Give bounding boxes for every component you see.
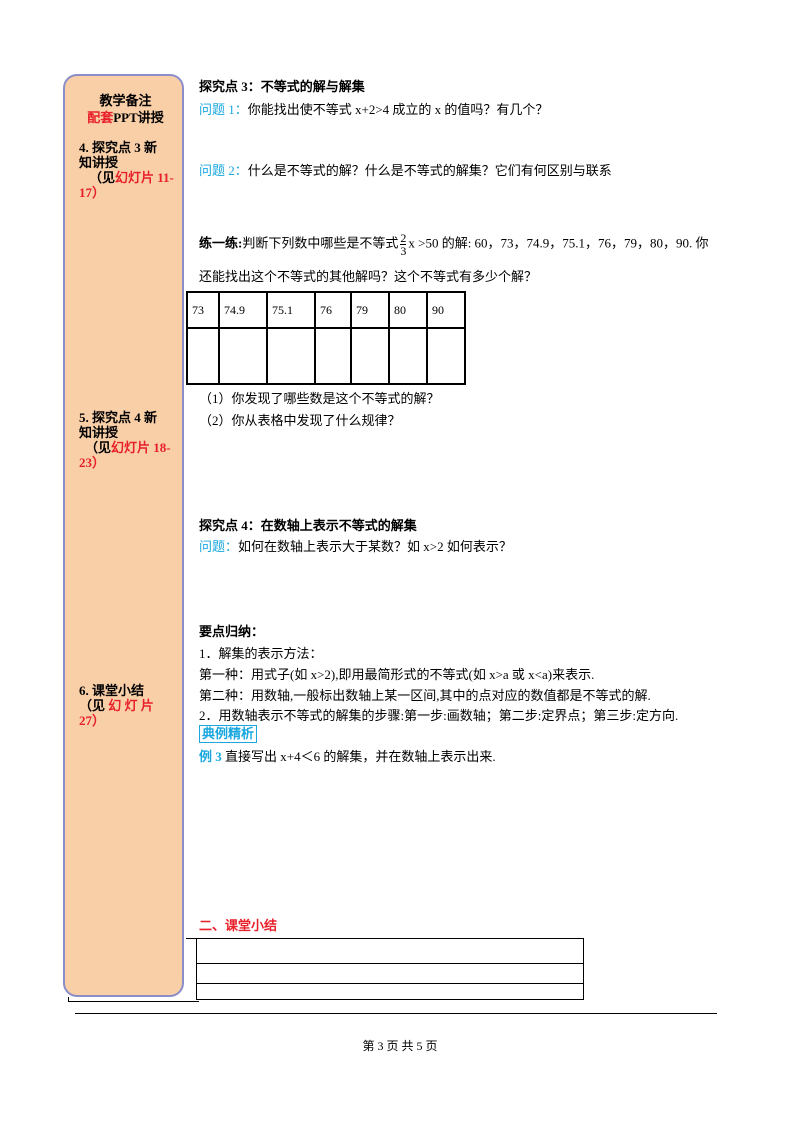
table-row (186, 327, 466, 385)
table-cell (314, 327, 352, 385)
key-point: 2．用数轴表示不等式的解集的步骤:第一步:画数轴；第二步:定界点；第三步:定方向… (199, 708, 679, 723)
table-row: 73 74.9 75.1 76 79 80 90 (186, 291, 466, 329)
key-point: 第二种：用数轴,一般标出数轴上某一区间,其中的点对应的数值都是不等式的解. (199, 688, 651, 703)
key-point: 第一种：用式子(如 x>2),即用最简形式的不等式(如 x>a 或 x<a)来表… (199, 667, 595, 682)
table-cell (186, 327, 220, 385)
sidebar-note-3: 6. 课堂小结 （见 幻 灯 片 27） (79, 683, 154, 728)
values-table: 73 74.9 75.1 76 79 80 90 (186, 291, 466, 385)
table-cell (426, 327, 466, 385)
table-cell: 90 (426, 291, 466, 329)
question-3: 问题：如何在数轴上表示大于某数？如 x>2 如何表示？ (199, 539, 512, 554)
question-1: 问题 1：你能找出使不等式 x+2>4 成立的 x 的值吗？有几个？ (199, 102, 549, 117)
section-4-title: 探究点 4：在数轴上表示不等式的解集 (199, 518, 417, 533)
table-cell (218, 327, 268, 385)
table-cell: 73 (186, 291, 220, 329)
practice-line-2: 还能找出这个不等式的其他解吗？这个不等式有多少个解？ (199, 269, 538, 284)
question-ask-1: （1）你发现了哪些数是这个不等式的解？ (199, 391, 440, 406)
table-cell: 75.1 (266, 291, 316, 329)
key-point: 1．解集的表示方法： (199, 646, 323, 661)
example-heading-box: 典例精析 (199, 725, 258, 743)
table-cell: 74.9 (218, 291, 268, 329)
summary-table (186, 938, 584, 1000)
table-cell (350, 327, 390, 385)
section-3-title: 探究点 3：不等式的解与解集 (199, 79, 365, 94)
page-number: 第 3 页 共 5 页 (362, 1039, 438, 1053)
key-points-title: 要点归纳： (199, 624, 265, 639)
sidebar-note-1: 4. 探究点 3 新 知讲授 （见幻灯片 11- 17） (79, 140, 174, 200)
table-cell (388, 327, 428, 385)
table-edge (68, 997, 199, 1002)
question-2: 问题 2：什么是不等式的解？什么是不等式的解集？它们有何区别与联系 (199, 163, 612, 178)
notes-sidebar: 教学备注 配套PPT讲授 4. 探究点 3 新 知讲授 （见幻灯片 11- 17… (63, 74, 184, 997)
sidebar-title: 教学备注 (99, 93, 152, 108)
sidebar-subtitle: 配套PPT讲授 (87, 110, 164, 125)
sidebar-note-2: 5. 探究点 4 新 知讲授 （见幻灯片 18- 23） (79, 410, 171, 470)
question-ask-2: （2）你从表格中发现了什么规律？ (199, 413, 401, 428)
example-3: 例 3 直接写出 x+4＜6 的解集，并在数轴上表示出来. (199, 749, 496, 764)
table-cell: 79 (350, 291, 390, 329)
table-cell: 76 (314, 291, 352, 329)
table-cell (266, 327, 316, 385)
footer-divider (75, 1013, 717, 1014)
table-cell: 80 (388, 291, 428, 329)
summary-title: 二、课堂小结 (199, 918, 278, 933)
